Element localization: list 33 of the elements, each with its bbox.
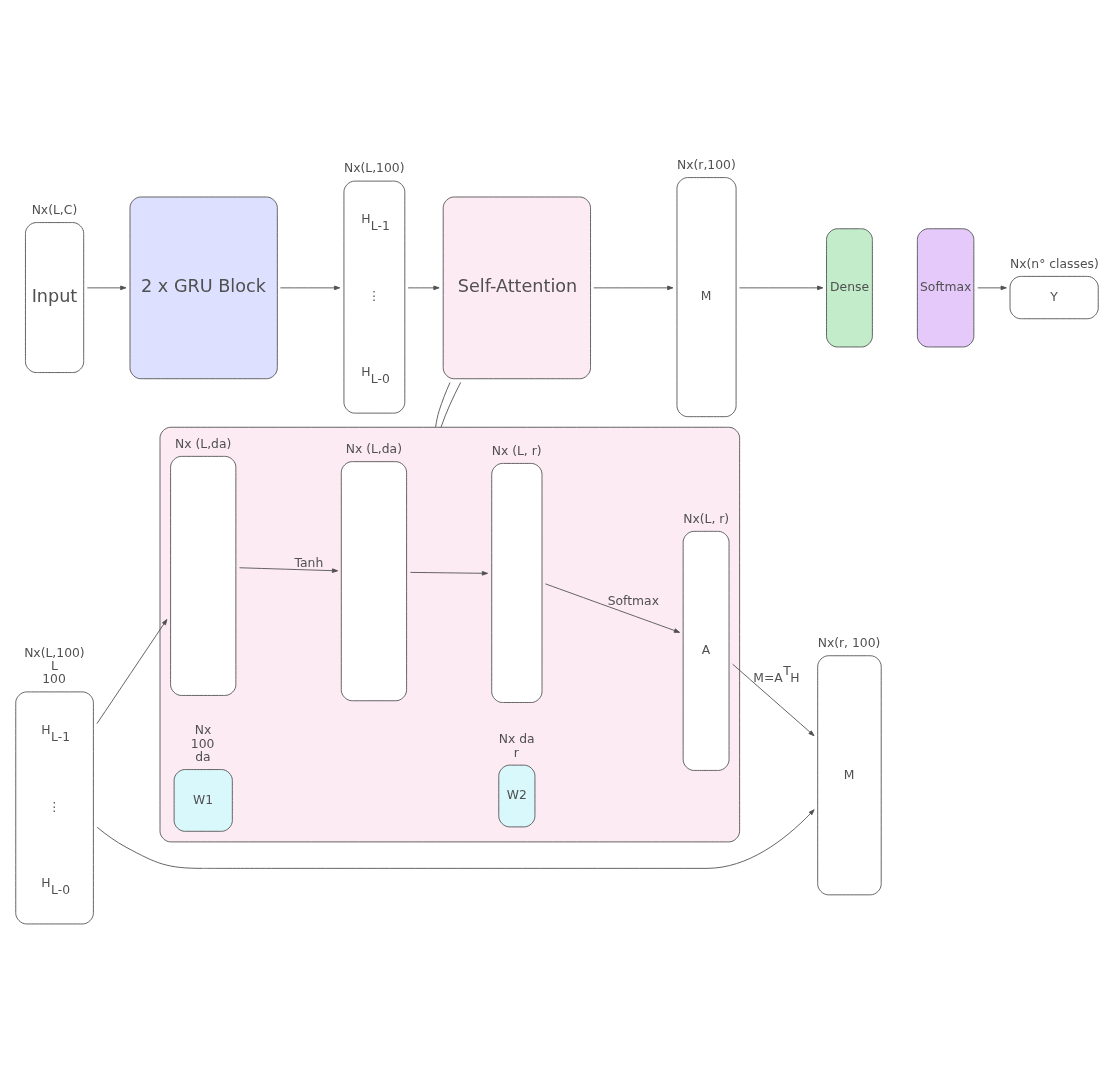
node-label: da: [195, 749, 211, 764]
arrow: [96, 618, 168, 725]
arrow: [239, 567, 339, 573]
connector: [440, 381, 462, 428]
node-label: Nx (L, r): [491, 443, 542, 458]
arrow: [409, 571, 488, 576]
edge-label: Softmax: [607, 593, 659, 608]
arrow: [86, 285, 127, 291]
node-label: Nx(n° classes): [1010, 256, 1099, 271]
node-label: L: [51, 659, 58, 674]
arrow: [739, 285, 824, 291]
node-label: r: [513, 745, 519, 760]
node-label: Nx(L,100): [24, 645, 85, 660]
arrow: [280, 285, 341, 291]
node-label: 100: [190, 736, 215, 751]
node-label: 100: [42, 672, 66, 687]
arrow: [545, 583, 681, 633]
node-label: Nx(L,100): [343, 161, 405, 176]
edge-label: Tanh: [294, 555, 324, 570]
connector: [435, 382, 451, 428]
node-label: Nx (L,da): [175, 436, 232, 451]
node-label: Nx da: [498, 732, 535, 747]
arrow: [732, 663, 815, 737]
node-label: Nx(r,100): [676, 157, 736, 172]
arrow: [407, 285, 440, 291]
node-label: Nx (L,da): [345, 442, 403, 457]
node-label: Nx(L, r): [683, 511, 730, 526]
arrow: [96, 809, 815, 869]
node-label: Nx(r, 100): [817, 636, 881, 651]
node-label: Nx(L,C): [31, 202, 78, 217]
arrow: [977, 285, 1007, 291]
node-label: Nx: [194, 723, 212, 738]
arrow: [593, 285, 674, 291]
